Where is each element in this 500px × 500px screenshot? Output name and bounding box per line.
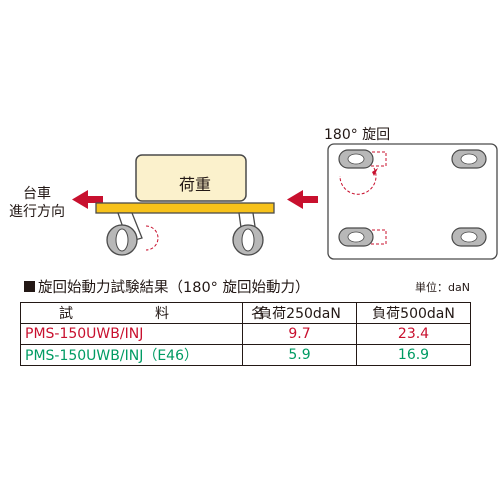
push-arrow-icon — [287, 190, 318, 209]
row-value-500: 23.4 — [356, 323, 471, 345]
direction-arrow-icon — [72, 190, 103, 209]
bottom-left-caster-icon — [338, 227, 387, 247]
direction-label-line2: 進行方向 — [9, 204, 65, 220]
results-title: 旋回始動力試験結果（180° 旋回始動力） — [24, 276, 310, 297]
results-title-row: 旋回始動力試験結果（180° 旋回始動力） 単位：daN — [24, 276, 470, 296]
direction-label-line1: 台車 — [23, 186, 51, 202]
row-value-500: 16.9 — [356, 344, 471, 366]
results-title-text: 旋回始動力試験結果（180° 旋回始動力） — [38, 280, 310, 296]
top-left-caster-icon — [338, 149, 387, 195]
bullet-square-icon — [24, 281, 35, 292]
caster-test-diagram: 台車 進行方向 荷重 180° 旋回 — [6, 127, 498, 260]
table-row: PMS-150UWB/INJ（E46） 5.9 16.9 — [20, 344, 471, 366]
top-view-plate — [327, 143, 498, 260]
table-row: PMS-150UWB/INJ 9.7 23.4 — [20, 323, 471, 345]
row-sample-name: PMS-150UWB/INJ（E46） — [20, 344, 243, 366]
direction-label: 台車 進行方向 — [6, 185, 68, 221]
rotation-label: 180° 旋回 — [324, 127, 391, 143]
row-value-250: 5.9 — [242, 344, 357, 366]
cart-platform — [95, 202, 275, 214]
results-table: 試 料 名 負荷250daN 負荷500daN PMS-150UWB/INJ 9… — [20, 302, 471, 366]
bottom-right-caster-icon — [451, 227, 487, 247]
table-header-row: 試 料 名 負荷250daN 負荷500daN — [20, 302, 471, 324]
right-caster-icon — [232, 212, 264, 256]
left-caster-icon — [106, 212, 159, 256]
row-sample-name: PMS-150UWB/INJ — [20, 323, 243, 345]
load-box — [135, 154, 247, 202]
unit-label: 単位：daN — [415, 281, 470, 294]
top-right-caster-icon — [451, 149, 487, 169]
load-label: 荷重 — [178, 175, 211, 194]
header-load-500: 負荷500daN — [356, 302, 471, 324]
diagram-graphic — [72, 143, 498, 260]
header-load-250: 負荷250daN — [242, 302, 357, 324]
row-value-250: 9.7 — [242, 323, 357, 345]
header-sample-name: 試 料 名 — [20, 302, 265, 324]
